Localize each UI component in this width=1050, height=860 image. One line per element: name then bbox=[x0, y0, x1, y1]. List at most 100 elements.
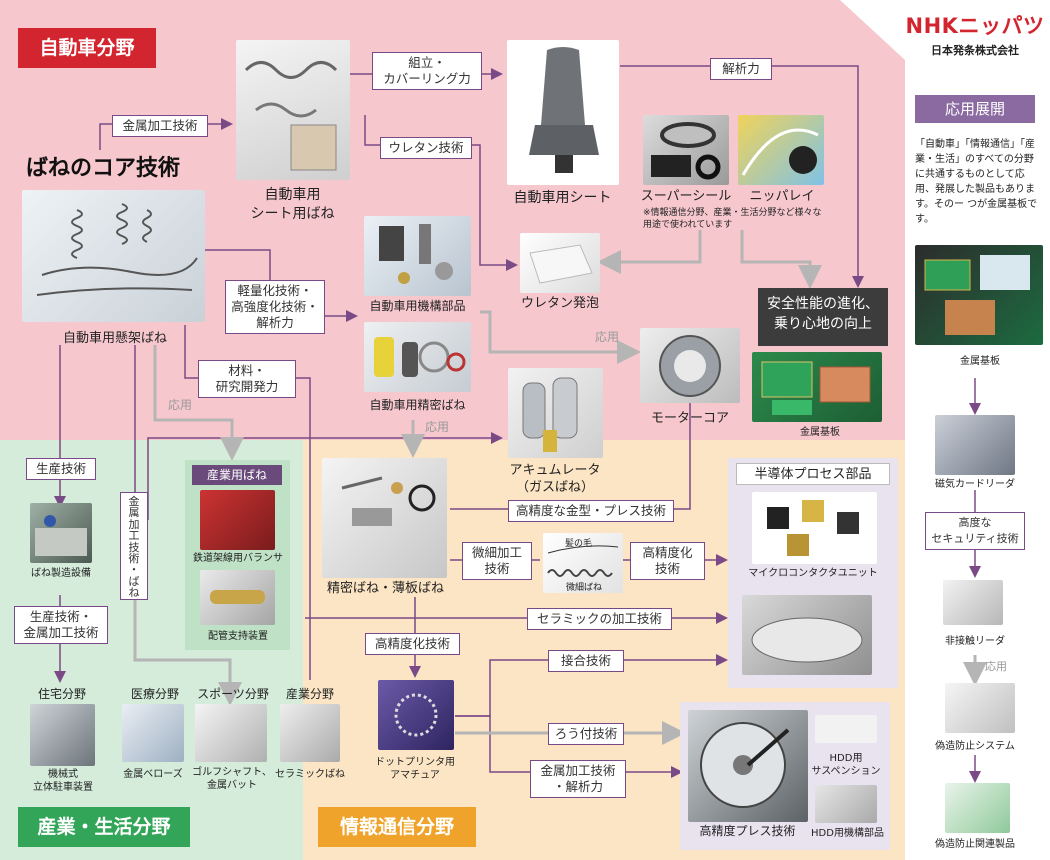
precision-spring-icon bbox=[374, 337, 466, 377]
tag-metal-spring-applied: 金 属 加 工 技 術 ・ ば ね の 応 用 技 術 ・ bbox=[120, 492, 148, 600]
zone-title-info: 情報通信分野 bbox=[318, 807, 476, 847]
hdd-photo bbox=[688, 710, 808, 822]
anti-counterfeit-products-label: 偽造防止関連製品 bbox=[935, 839, 1015, 850]
golf-label: ゴルフシャフト、 金属バット bbox=[192, 767, 272, 791]
tag-fine-processing: 微細加工 技術 bbox=[462, 542, 532, 580]
thin-spring-icon bbox=[341, 476, 436, 526]
zone-title-auto: 自動車分野 bbox=[18, 28, 156, 68]
micro-contactor-photo bbox=[752, 492, 877, 564]
seat-spring-label: 自動車用 シート用ばね bbox=[250, 187, 335, 222]
tag-urethane: ウレタン技術 bbox=[380, 137, 472, 159]
tag-metal-analysis: 金属加工技術 ・解析力 bbox=[530, 760, 626, 798]
golf-photo bbox=[195, 704, 267, 762]
tag-joining: 接合技術 bbox=[548, 650, 624, 672]
precision-thin-spring-label: 精密ばね・薄板ばね bbox=[326, 581, 444, 596]
railway-balancer-label: 鉄道架線用バランサ bbox=[193, 553, 283, 564]
film-icon bbox=[741, 128, 819, 176]
tag-high-precision-1: 高精度化 技術 bbox=[630, 542, 705, 580]
car-seat-icon bbox=[529, 47, 599, 173]
hdd-parts-photo bbox=[815, 785, 877, 823]
nippalay-photo bbox=[738, 115, 824, 185]
seal-icon bbox=[651, 122, 721, 180]
bellows-label: 金属ベローズ bbox=[123, 769, 183, 780]
railway-balancer-photo bbox=[200, 490, 275, 550]
factory-icon bbox=[35, 515, 87, 556]
micro-contactor-label: マイクロコンタクタユニット bbox=[748, 568, 878, 579]
dot-printer-photo bbox=[378, 680, 454, 750]
hard-disk-icon bbox=[700, 722, 790, 808]
ceramic-disk-icon bbox=[751, 617, 863, 663]
tag-ceramic-processing: セラミックの加工技術 bbox=[527, 608, 672, 630]
motor-core-label: モーターコア bbox=[650, 411, 729, 426]
sidebar-applied-tag: 応用 bbox=[985, 660, 1007, 673]
hair-label: 髪の毛 bbox=[565, 539, 593, 549]
hdd-suspension-photo bbox=[815, 715, 877, 743]
housing-field-label: 住宅分野 bbox=[37, 687, 86, 701]
contactless-reader-photo bbox=[943, 580, 1003, 625]
urethane-photo bbox=[520, 233, 600, 293]
sports-field-label: スポーツ分野 bbox=[197, 687, 269, 701]
contactor-icon bbox=[767, 500, 859, 556]
suspension-spring-photo bbox=[22, 190, 205, 322]
seal-note: ※情報通信分野、産業・生活分野など様々な用途で使われています bbox=[643, 208, 822, 230]
magnetic-card-reader-photo bbox=[935, 415, 1015, 475]
micro-spring-photo bbox=[543, 533, 623, 593]
accumulator-label: アキュムレータ （ガスばね） bbox=[509, 463, 601, 495]
precision-spring-label: 自動車用精密ばね bbox=[369, 398, 466, 412]
safety-box: 安全性能の進化、 乗り心地の向上 bbox=[758, 288, 888, 346]
sidebar-metal-substrate-label: 金属基板 bbox=[960, 356, 1000, 367]
tag-high-precision-2: 高精度化技術 bbox=[365, 633, 460, 655]
seat-photo bbox=[507, 40, 619, 185]
ceramic-spring-photo bbox=[280, 704, 340, 762]
tag-assembly-covering: 組立・ カバーリング力 bbox=[372, 52, 482, 90]
mechanism-parts-label: 自動車用機構部品 bbox=[369, 299, 466, 313]
tag-precision-die-press: 高精度な金型・プレス技術 bbox=[508, 500, 674, 522]
circuit-board-icon bbox=[761, 361, 871, 415]
substrate-icon bbox=[924, 255, 1030, 335]
parking-photo bbox=[30, 704, 95, 766]
sidebar-header: 応用展開 bbox=[915, 95, 1035, 123]
zone-title-industry: 産業・生活分野 bbox=[18, 807, 190, 847]
micro-spring-label: 微細ばね bbox=[566, 583, 603, 593]
precision-thin-spring-photo bbox=[322, 458, 447, 578]
industrial-field-label: 産業分野 bbox=[285, 687, 334, 701]
armature-icon bbox=[394, 693, 438, 737]
seat-spring-icon bbox=[244, 61, 338, 171]
micro-spring-icon bbox=[547, 545, 619, 577]
spring-equipment-label: ばね製造設備 bbox=[31, 568, 91, 579]
ceramic-spring-label: セラミックばね bbox=[275, 769, 345, 780]
tag-production-tech: 生産技術 bbox=[26, 458, 96, 480]
spring-icon bbox=[36, 203, 198, 296]
anti-counterfeit-system-label: 偽造防止システム bbox=[935, 741, 1015, 752]
pipe-support-icon bbox=[210, 590, 265, 604]
anti-counterfeit-products-photo bbox=[945, 783, 1010, 833]
seat-spring-photo bbox=[236, 40, 350, 180]
core-title: ばねのコア技術 bbox=[26, 156, 181, 181]
seat-label: 自動車用シート bbox=[513, 190, 612, 206]
anti-counterfeit-system-photo bbox=[945, 683, 1015, 733]
pipe-support-label: 配管支持装置 bbox=[208, 631, 268, 642]
company-logo: NHKニッパツ 日本発条株式会社 bbox=[905, 10, 1045, 58]
nippalay-label: ニッパレイ bbox=[749, 189, 815, 204]
urethane-label: ウレタン発泡 bbox=[520, 296, 599, 311]
accumulator-icon bbox=[522, 377, 578, 452]
super-seal-label: スーパーシール bbox=[640, 189, 732, 204]
magnetic-card-reader-label: 磁気カードリーダ bbox=[935, 479, 1015, 490]
foam-icon bbox=[529, 244, 593, 284]
sidebar-metal-substrate-photo bbox=[915, 245, 1043, 345]
tag-applied-2: 応用 bbox=[425, 420, 450, 434]
mechanism-parts-photo bbox=[364, 216, 471, 296]
high-precision-press-label: 高精度プレス技術 bbox=[699, 824, 796, 838]
tag-brazing: ろう付技術 bbox=[548, 723, 624, 745]
pipe-support-photo bbox=[200, 570, 275, 625]
metal-substrate-auto-photo bbox=[752, 352, 882, 422]
tag-production-metal: 生産技術・ 金属加工技術 bbox=[14, 606, 108, 644]
hdd-suspension-label: HDD用 サスペンション bbox=[811, 753, 881, 777]
industrial-spring-header: 産業用ばね bbox=[192, 465, 282, 485]
tag-material-research: 材料・ 研究開発力 bbox=[198, 360, 296, 398]
mechanism-icon bbox=[379, 224, 453, 284]
tag-metal-processing: 金属加工技術 bbox=[112, 115, 208, 137]
precision-spring-photo bbox=[364, 322, 471, 392]
tag-applied-3: 応用 bbox=[168, 398, 193, 412]
motor-core-photo bbox=[640, 328, 740, 403]
